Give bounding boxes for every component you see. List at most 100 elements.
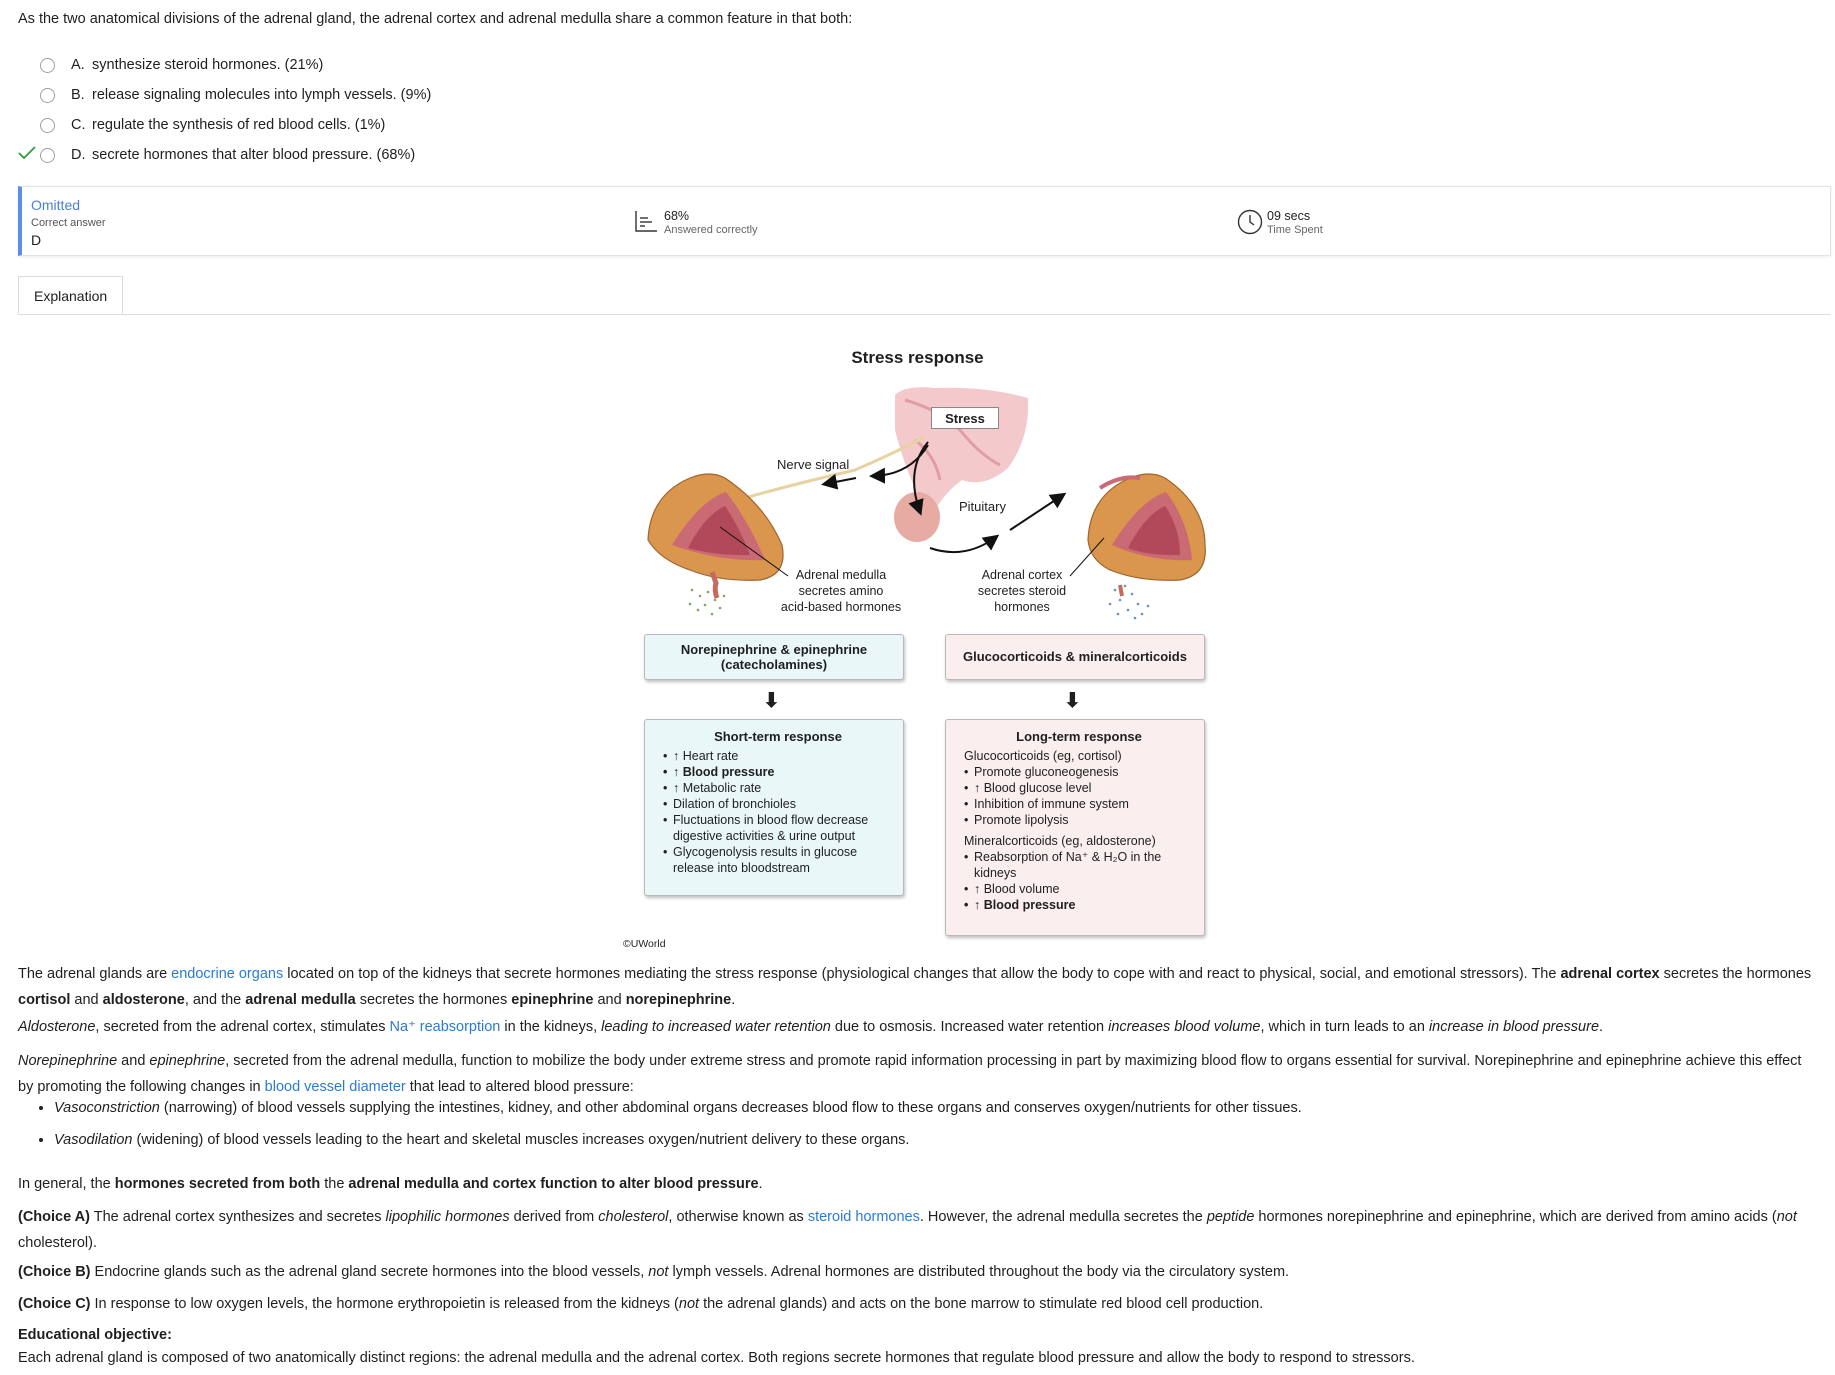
list-item: Promote lipolysis xyxy=(964,812,1194,828)
down-arrow-icon: ⬇ xyxy=(1064,690,1081,712)
italic-text: lipophilic hormones xyxy=(385,1209,510,1225)
short-term-box: Short-term response ↑ Heart rate ↑ Blood… xyxy=(644,719,904,896)
gluco-heading: Glucocorticoids (eg, cortisol) xyxy=(964,749,1122,763)
bold-text: adrenal cortex xyxy=(1560,966,1660,982)
caption-line: hormones xyxy=(994,600,1050,614)
text: derived from xyxy=(509,1209,599,1225)
time-label: Time Spent xyxy=(1267,224,1323,236)
option-letter: C. xyxy=(71,117,86,133)
stress-label: Stress xyxy=(931,407,999,429)
text: Endocrine glands such as the adrenal gla… xyxy=(90,1264,649,1280)
caption-line: acid-based hormones xyxy=(780,600,902,614)
correct-answer-label: Correct answer xyxy=(31,217,106,229)
mineral-heading: Mineralcorticoids (eg, aldosterone) xyxy=(964,834,1156,848)
down-arrow-icon: ⬇ xyxy=(763,690,780,712)
radio-button[interactable] xyxy=(40,87,55,103)
italic-text: peptide xyxy=(1206,1209,1255,1225)
choice-label: (Choice B) xyxy=(18,1264,91,1280)
correct-answer-value: D xyxy=(31,232,42,248)
box-title: Short-term response xyxy=(714,729,842,744)
checkmark-icon xyxy=(18,145,36,165)
italic-text: epinephrine xyxy=(149,1053,226,1069)
italic-text: Aldosterone xyxy=(18,1019,96,1035)
percent-label: Answered correctly xyxy=(664,224,758,236)
tab-bar: Explanation xyxy=(18,276,1831,315)
text: cholesterol). xyxy=(18,1235,97,1251)
radio-button[interactable] xyxy=(40,57,55,73)
option-text: synthesize steroid hormones. (21%) xyxy=(92,57,324,73)
cortex-caption: Adrenal cortex secretes steroid hormones xyxy=(962,567,1082,615)
bold-text: cortisol xyxy=(18,992,71,1008)
text: the xyxy=(320,1176,349,1192)
choice-a-explanation: (Choice A) The adrenal cortex synthesize… xyxy=(18,1204,1818,1256)
short-term-list: ↑ Heart rate ↑ Blood pressure ↑ Metaboli… xyxy=(663,748,893,876)
option-letter: A. xyxy=(71,57,85,73)
link-endocrine-organs[interactable]: endocrine organs xyxy=(171,966,284,982)
text: secretes the hormones xyxy=(355,992,512,1008)
choice-label: (Choice A) xyxy=(18,1209,90,1225)
long-term-box: Long-term response Glucocorticoids (eg, … xyxy=(945,719,1205,936)
option-text: regulate the synthesis of red blood cell… xyxy=(92,117,386,133)
paragraph-4: In general, the hormones secreted from b… xyxy=(18,1171,1818,1197)
text: . xyxy=(731,992,736,1008)
choice-label: (Choice C) xyxy=(18,1296,91,1312)
text: , otherwise known as xyxy=(668,1209,808,1225)
text: hormones norepinephrine and epinephrine,… xyxy=(1254,1209,1777,1225)
text: , secreted from the adrenal cortex, stim… xyxy=(95,1019,390,1035)
educational-objective-text: Each adrenal gland is composed of two an… xyxy=(18,1350,1415,1366)
italic-text: leading to increased water retention xyxy=(601,1019,831,1035)
text: . xyxy=(1599,1019,1604,1035)
caption-line: secretes steroid xyxy=(977,584,1067,598)
caption-line: secretes amino xyxy=(798,584,884,598)
paragraph-3: Norepinephrine and epinephrine, secreted… xyxy=(18,1048,1818,1100)
italic-text: not xyxy=(1776,1209,1797,1225)
tab-explanation[interactable]: Explanation xyxy=(18,276,124,314)
bold-text: epinephrine xyxy=(511,992,594,1008)
list-item: ↑ Blood pressure xyxy=(663,764,893,780)
radio-button[interactable] xyxy=(40,117,55,133)
nerve-signal-label: Nerve signal xyxy=(777,457,850,472)
question-text: As the two anatomical divisions of the a… xyxy=(18,11,853,27)
text: , secreted from the adrenal medulla, fun… xyxy=(18,1053,1802,1095)
text: due to osmosis. Increased water retentio… xyxy=(830,1019,1109,1035)
list-item: ↑ Heart rate xyxy=(663,748,893,764)
status-label: Omitted xyxy=(31,197,81,213)
link-na-reabsorption[interactable]: Na⁺ reabsorption xyxy=(389,1019,501,1035)
link-steroid-hormones[interactable]: steroid hormones xyxy=(807,1209,920,1225)
gluco-list: Promote gluconeogenesis ↑ Blood glucose … xyxy=(964,764,1194,828)
text: secretes the hormones xyxy=(1659,966,1812,982)
list-item: Vasodilation (widening) of blood vessels… xyxy=(54,1129,1834,1151)
list-item: ↑ Blood pressure xyxy=(964,897,1194,913)
text: , and the xyxy=(184,992,246,1008)
text: The adrenal glands are xyxy=(18,966,172,982)
bold-text: hormones secreted from both xyxy=(114,1176,321,1192)
choice-b-explanation: (Choice B) Endocrine glands such as the … xyxy=(18,1259,1818,1285)
caption-line: Adrenal medulla xyxy=(795,568,887,582)
percent-value: 68% xyxy=(664,209,690,223)
italic-text: cholesterol xyxy=(598,1209,669,1225)
bold-text: adrenal medulla and cortex function to a… xyxy=(348,1176,759,1192)
italic-text: increase in blood pressure xyxy=(1428,1019,1600,1035)
option-text: release signaling molecules into lymph v… xyxy=(92,87,432,103)
text: In general, the xyxy=(18,1176,115,1192)
option-letter: D. xyxy=(71,147,86,163)
copyright: ©UWorld xyxy=(623,938,666,950)
text: . However, the adrenal medulla secretes … xyxy=(919,1209,1207,1225)
italic-text: not xyxy=(678,1296,700,1312)
text: located on top of the kidneys that secre… xyxy=(283,966,1561,982)
text: and xyxy=(70,992,103,1008)
text: the adrenal glands) and acts on the bone… xyxy=(699,1296,1264,1312)
text: The adrenal cortex synthesizes and secre… xyxy=(89,1209,386,1225)
list-item: Dilation of bronchioles xyxy=(663,796,893,812)
text: . xyxy=(758,1176,763,1192)
text: In response to low oxygen levels, the ho… xyxy=(90,1296,679,1312)
medulla-caption: Adrenal medulla secretes amino acid-base… xyxy=(766,567,916,615)
text: , which in turn leads to an xyxy=(1260,1019,1429,1035)
link-blood-vessel-diameter[interactable]: blood vessel diameter xyxy=(264,1079,406,1095)
corticoids-box: Glucocorticoids & mineralcorticoids xyxy=(945,634,1205,680)
list-item: ↑ Blood glucose level xyxy=(964,780,1194,796)
box-title: Glucocorticoids & mineralcorticoids xyxy=(963,649,1187,664)
radio-button[interactable] xyxy=(40,147,55,163)
bullet-list: Vasoconstriction (narrowing) of blood ve… xyxy=(36,1097,1834,1151)
bold-text: aldosterone xyxy=(102,992,185,1008)
